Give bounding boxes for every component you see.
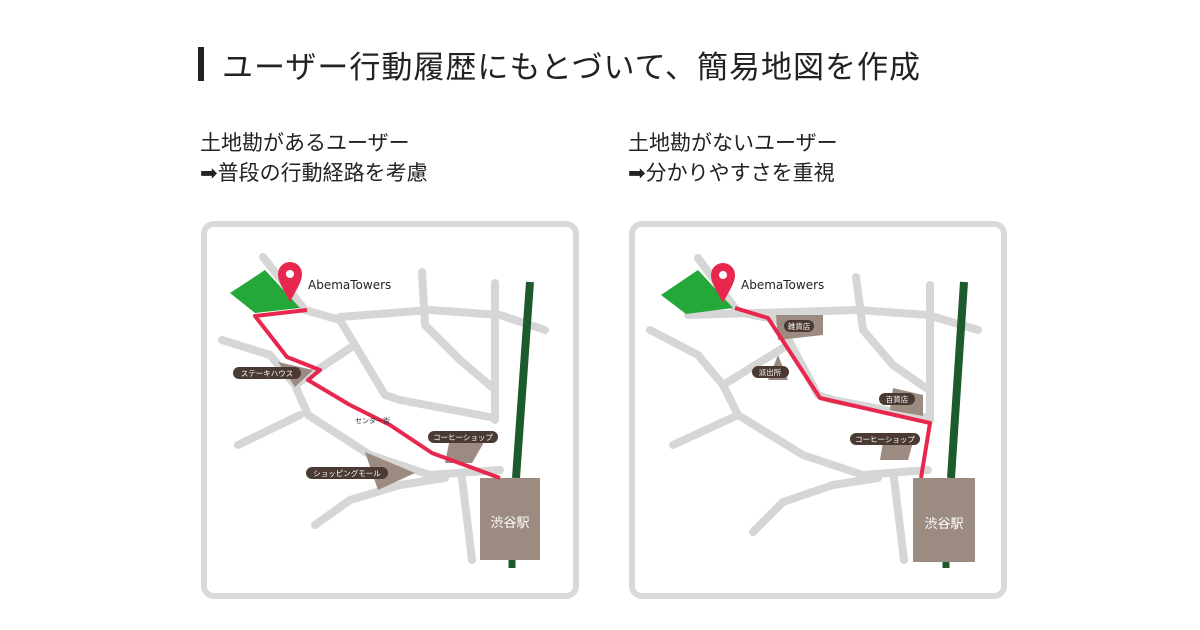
right-heading: 土地勘がないユーザー (628, 131, 838, 155)
rail-line (512, 281, 534, 479)
station-label: 渋谷駅 (924, 517, 963, 532)
landmark-pill (306, 467, 388, 479)
pin-icon (278, 262, 302, 302)
park-area (661, 270, 733, 314)
route-line (734, 306, 932, 479)
route-line (253, 308, 501, 480)
landmark-pill (233, 367, 301, 379)
street-label: センター街 (355, 416, 390, 425)
pin-icon (711, 263, 735, 303)
page-title: ユーザー行動履歴にもとづいて、簡易地図を作成 (198, 44, 922, 86)
landmark-label: 雑貨店 (788, 321, 811, 331)
rail-line (947, 281, 968, 479)
landmark-label: コーヒーショップ (433, 433, 493, 442)
left-caption: 土地勘があるユーザー ➡普段の行動経路を考慮 (200, 128, 428, 188)
right-subheading: ➡分かりやすさを重視 (628, 161, 835, 185)
right-map: 渋谷駅 AbemaTowers 雑貨店 派出所 百貨店 コーヒーショップ (629, 221, 1007, 599)
landmark-pill (850, 433, 920, 445)
destination-label: AbemaTowers (741, 278, 824, 292)
left-map: 渋谷駅 AbemaTowers センター街 ステーキハウス コーヒーショップ シ… (201, 221, 579, 599)
roads (218, 253, 549, 564)
title-text: ユーザー行動履歴にもとづいて、簡易地図を作成 (222, 49, 922, 86)
title-bar (198, 47, 204, 81)
landmark-label: 百貨店 (886, 394, 909, 404)
mall-building (365, 452, 415, 490)
destination-label: AbemaTowers (308, 278, 391, 292)
station-building (913, 478, 975, 562)
left-subheading: ➡普段の行動経路を考慮 (200, 161, 428, 185)
station-building (480, 478, 540, 560)
left-heading: 土地勘があるユーザー (200, 131, 410, 155)
landmark-pill (879, 393, 915, 405)
landmark-label: ステーキハウス (241, 369, 294, 378)
right-caption: 土地勘がないユーザー ➡分かりやすさを重視 (628, 128, 838, 188)
landmark-pill (784, 320, 814, 332)
landmark-pill (752, 366, 789, 378)
park-area (230, 270, 300, 313)
landmark-label: コーヒーショップ (855, 435, 915, 444)
coffee-building (880, 442, 913, 460)
landmark-label: 派出所 (759, 367, 782, 377)
landmark-pill (428, 431, 498, 443)
station-label: 渋谷駅 (490, 516, 529, 531)
roads (646, 254, 982, 564)
landmark-label: ショッピングモール (313, 468, 381, 478)
